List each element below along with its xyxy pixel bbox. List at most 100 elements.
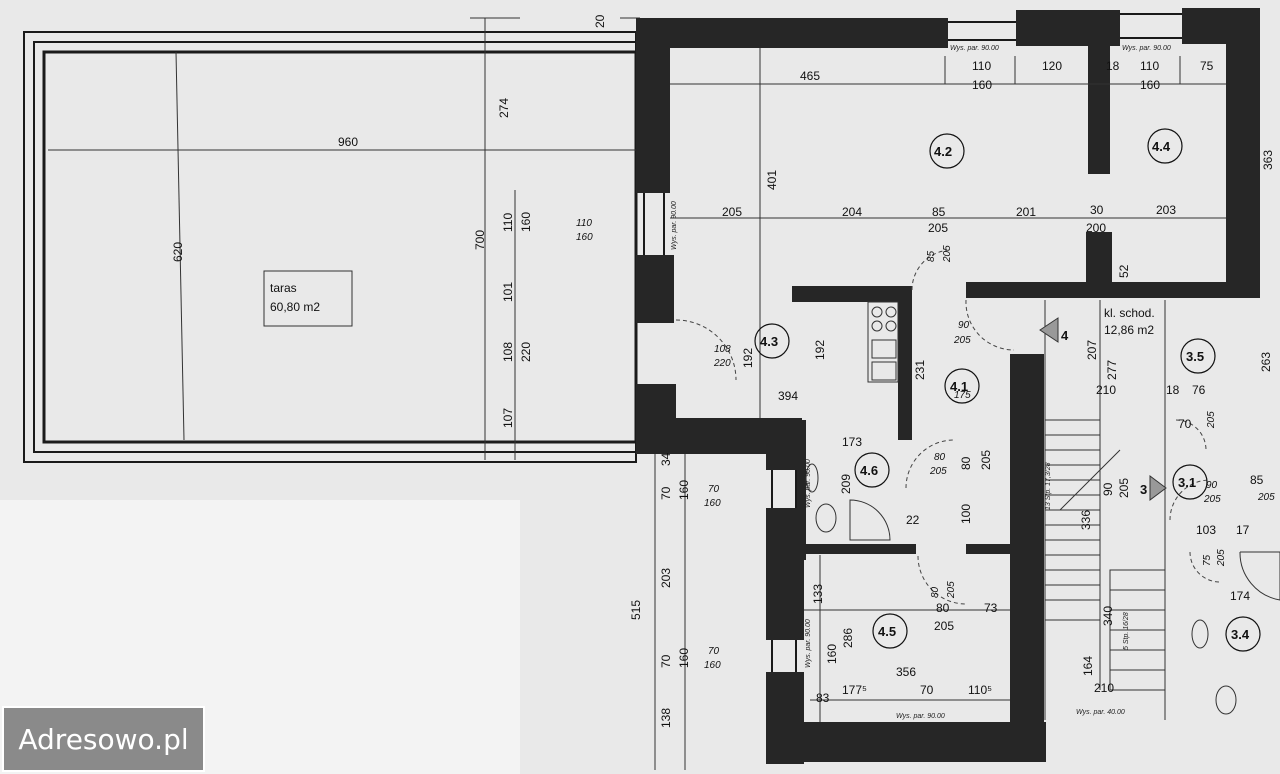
dimension-label: 205 (934, 619, 954, 633)
dimension-label: 620 (171, 242, 185, 262)
dimension-label: 101 (501, 282, 515, 302)
stairs-upper-label: 13 Stp. 17,3/28 (1045, 462, 1052, 510)
dimension-label: 200 (1086, 221, 1106, 235)
dimension-label: 18 (1106, 59, 1120, 73)
staircase-steps (1044, 419, 1166, 691)
dimension-label: 356 (896, 665, 916, 679)
dimension-label: 465 (800, 69, 820, 83)
dimension-label: 175 (954, 390, 971, 401)
dimension-label: 205 (1203, 494, 1221, 505)
dimension-label: 80 (936, 601, 950, 615)
dimension-label: 110 (1140, 59, 1159, 73)
dimension-label: 70 (1178, 417, 1192, 431)
dimension-label: 205 (1216, 549, 1227, 567)
stairs-lower-label: 5 Stp. 16/28 (1123, 612, 1130, 650)
dimension-label: 75 (1200, 59, 1214, 73)
dimension-label: 205 (722, 205, 742, 219)
dimension-label: 110 (576, 218, 592, 229)
dimension-label: 700 (473, 230, 487, 250)
dimension-label: 107 (501, 408, 515, 428)
dimension-label: 210 (1096, 383, 1116, 397)
dimension-label: 30 (1090, 203, 1104, 217)
dimension-label: 20 (593, 14, 607, 28)
dimension-label: 18 (1166, 383, 1180, 397)
window-label-left: Wys. par. 90.00 (671, 201, 678, 250)
room-4-6-dimensions: 173 80 205 80 205 209 100 22 (839, 435, 993, 527)
dimension-label: 205 (946, 581, 957, 599)
dimension-label: 286 (841, 628, 855, 648)
dimension-label: 138 (659, 708, 673, 728)
dimension-label: 174 (1230, 589, 1250, 603)
terrace-label-box (263, 270, 353, 327)
room-4-5-dimensions: 80 205 80 73 205 133 160 286 356 83 177⁵… (811, 581, 998, 705)
dimension-label: 205 (953, 335, 971, 346)
arrow-4-icon (1039, 317, 1059, 343)
staircase-name: kl. schod. (1104, 306, 1155, 320)
fixtures (805, 301, 1280, 715)
arrow-3-label: 3 (1140, 482, 1147, 497)
dimension-label: 231 (913, 360, 927, 380)
dimension-label: 336 (1079, 510, 1093, 530)
dimension-label: 70 (920, 683, 934, 697)
dimension-label: 90 (1101, 482, 1115, 496)
dimension-label: 160 (677, 648, 691, 668)
window-label-40: Wys. par. 40.00 (1076, 709, 1125, 716)
dimension-label: 192 (741, 348, 755, 368)
terrace-outline (23, 31, 638, 463)
room-label-4-2: 4.2 (934, 144, 952, 159)
terrace-dimension-lines (48, 17, 640, 460)
room-label-4-6: 4.6 (860, 463, 878, 478)
dimension-label: 205 (1206, 411, 1217, 429)
watermark: Adresowo.pl (2, 706, 205, 772)
room-3-1-dimensions: 90 85 205 205 103 17 75 205 174 (1196, 473, 1275, 603)
window-label-mid: Wys. par. 90.00 (805, 459, 812, 508)
dimension-label: 160 (576, 232, 593, 243)
dimension-label: 120 (1042, 59, 1062, 73)
dimension-label: 515 (629, 600, 643, 620)
dimension-label: 76 (1192, 383, 1206, 397)
arrow-4-label: 4 (1061, 328, 1069, 343)
dimension-label: 80 (930, 586, 941, 598)
dimension-label: 90 (958, 320, 970, 331)
room-label-3-4: 3.4 (1231, 627, 1250, 642)
walls (636, 8, 1260, 764)
room-label-4-1: 4.1 (950, 379, 968, 394)
dimension-label: 85 (932, 205, 946, 219)
room-label-4-4: 4.4 (1152, 139, 1171, 154)
dimension-label: 220 (519, 342, 533, 362)
dimension-label: 70 (659, 654, 673, 668)
dimension-label: 173 (842, 435, 862, 449)
dimension-label: 108 (714, 344, 731, 355)
dimension-label: 70 (708, 484, 720, 495)
dimension-label: 209 (839, 474, 853, 494)
dimension-label: 203 (1156, 203, 1176, 217)
dimension-label: 73 (984, 601, 998, 615)
middle-dimensions: 205 204 85 201 30 203 205 85 205 200 52 … (722, 203, 1176, 346)
dimension-label: 205 (929, 466, 947, 477)
window-label-bottom: Wys. par. 90.00 (896, 713, 945, 720)
dimension-label: 110 (501, 213, 515, 232)
dimension-label: 17 (1236, 523, 1250, 537)
dimension-label: 70 (708, 646, 720, 657)
dimension-label: 80 (959, 456, 973, 470)
dimension-label: 192 (813, 340, 827, 360)
top-dimensions: 110 120 18 110 75 160 160 363 110 160 (576, 59, 1275, 243)
dimension-label: 220 (713, 358, 731, 369)
left-column-dimensions: 34 70 160 70 160 203 515 70 160 70 160 1… (629, 452, 721, 728)
dimension-label: 34 (659, 452, 673, 466)
staircase-dimensions: 207 277 210 18 76 263 205 70 205 90 336 … (1079, 340, 1273, 695)
room-label-4-3: 4.3 (760, 334, 778, 349)
dimension-label: 160 (1140, 78, 1160, 92)
dimension-label: 340 (1101, 606, 1115, 626)
dimension-label: 205 (928, 221, 948, 235)
dimension-label: 160 (704, 660, 721, 671)
dimension-label: 70 (659, 486, 673, 500)
dimension-label: 160 (519, 212, 533, 232)
dimension-label: 164 (1081, 656, 1095, 676)
dimension-label: 205 (1257, 492, 1275, 503)
terrace-area: 60,80 m2 (270, 300, 320, 314)
dimension-label: 85 (1250, 473, 1264, 487)
windows (643, 13, 1182, 672)
dimension-label: 100 (959, 504, 973, 524)
